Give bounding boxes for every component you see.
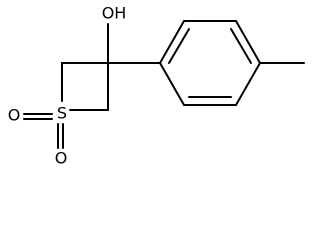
sulfonyl-oxygen-left-label: O <box>8 106 21 125</box>
sulfonyl-oxygen-bottom-label: O <box>55 149 68 168</box>
bond-ring-4 <box>235 62 261 106</box>
bond-ring-inner-2 <box>230 28 252 64</box>
bond-ring-1 <box>159 20 185 64</box>
chemical-structure: OH S O O <box>8 4 305 168</box>
sulfur-label: S <box>57 104 67 123</box>
bond-ring-inner-1 <box>168 28 190 64</box>
hydroxyl-label: OH <box>102 4 127 23</box>
bond-ring-3 <box>235 20 261 64</box>
bond-ring-6 <box>159 62 185 106</box>
